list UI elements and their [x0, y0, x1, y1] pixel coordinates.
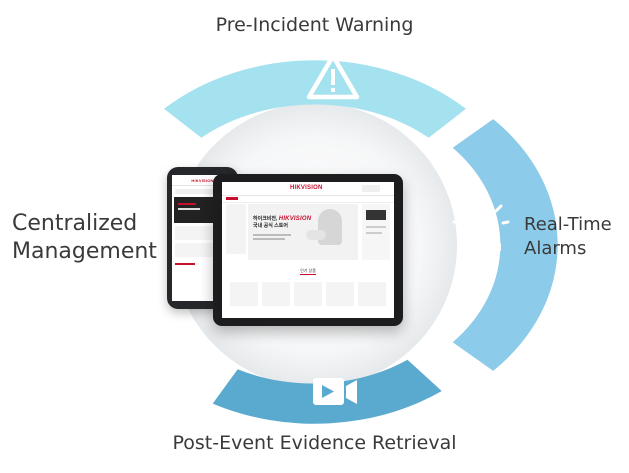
label-real-time-alarms: Real-Time Alarms	[524, 213, 612, 261]
tablet-side-menu	[226, 204, 246, 254]
hero-bullet-camera-image	[306, 230, 326, 240]
video-camera-icon	[313, 378, 357, 405]
tablet-side-panel	[362, 204, 390, 260]
label-pre-incident-warning: Pre-Incident Warning	[215, 14, 414, 36]
phone-accent-line	[175, 263, 195, 265]
tablet-product-row	[230, 282, 386, 306]
phone-header: HIKVISION	[172, 175, 233, 186]
hero-headline-line1: 하이크비전,	[253, 216, 278, 222]
tablet-section-title: 인기 상품	[300, 268, 316, 273]
siren-alarm-icon	[452, 196, 510, 251]
segment-real-time-alarms	[452, 119, 558, 371]
tablet-device: HIKVISION 하이크비전, HIKVISION 국내 공식 스토어 인기 …	[213, 174, 403, 326]
label-post-event-evidence: Post-Event Evidence Retrieval	[172, 432, 457, 454]
tablet-header: HIKVISION	[222, 182, 394, 196]
tablet-hero-banner: 하이크비전, HIKVISION 국내 공식 스토어	[248, 204, 358, 260]
label-real-time-line1: Real-Time	[524, 214, 612, 235]
tablet-section-underline	[300, 274, 316, 275]
tablet-nav-bar	[222, 196, 394, 203]
phone-brand-logo: HIKVISION	[191, 177, 214, 183]
label-centralized-line1: Centralized	[12, 211, 138, 236]
phone-search-bar	[175, 189, 230, 194]
tablet-screen: HIKVISION 하이크비전, HIKVISION 국내 공식 스토어 인기 …	[222, 182, 394, 318]
tablet-brand-logo: HIKVISION	[290, 185, 323, 191]
label-centralized-line2: Management	[12, 239, 157, 264]
label-real-time-line2: Alarms	[524, 238, 587, 259]
hero-headline-line2: 국내 공식 스토어	[253, 223, 288, 229]
warning-triangle-icon	[306, 53, 360, 100]
hero-headline-brand: HIKVISION	[278, 216, 312, 222]
label-centralized-management: Centralized Management	[12, 210, 157, 266]
